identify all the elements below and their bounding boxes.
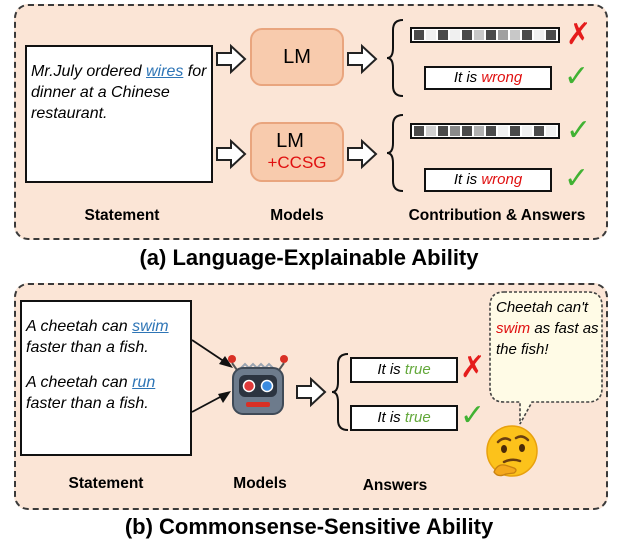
contribution-cell [450, 126, 460, 136]
statement-text: Mr.July ordered [31, 63, 146, 80]
arrow-icon [347, 138, 378, 170]
contribution-cell [498, 30, 508, 40]
highlight-word-swim: swim [132, 318, 169, 335]
contribution-cell [486, 30, 496, 40]
model-label: LM [283, 46, 311, 68]
contribution-cell [546, 30, 556, 40]
statement-text: faster than a fish. [26, 395, 149, 412]
answer-word: wrong [481, 69, 523, 86]
contribution-cell [462, 30, 472, 40]
statement-box-b: A cheetah can swim faster than a fish. A… [20, 300, 192, 456]
arrow-icon [296, 376, 327, 408]
answer-text: It is [453, 171, 482, 188]
caption-a: (a) Language-Explainable Ability [139, 245, 479, 270]
column-label-contribution: Contribution & Answers [408, 207, 586, 224]
caption-b: (b) Commonsense-Sensitive Ability [124, 514, 494, 539]
answer-word: true [404, 409, 431, 426]
contribution-bar [410, 123, 560, 139]
highlight-word-wires: wires [146, 63, 184, 80]
arrow-icon [216, 43, 247, 75]
contribution-cell [426, 30, 436, 40]
arrow-icon [347, 43, 378, 75]
column-label-models: Models [233, 475, 287, 492]
brace-icon [386, 114, 404, 192]
brace-icon [331, 353, 349, 431]
contribution-cell [522, 30, 532, 40]
answer-text: It is [377, 361, 405, 378]
answer-box: It is wrong [424, 168, 552, 192]
contribution-cell [534, 126, 544, 136]
bubble-highlight: swim [496, 320, 531, 337]
contribution-cell [426, 126, 436, 136]
contribution-cell [414, 30, 424, 40]
statement-text: A cheetah can [26, 318, 133, 335]
check-mark-icon: ✓ [564, 162, 590, 195]
answer-text: It is [453, 69, 482, 86]
contribution-cell [534, 30, 544, 40]
thinking-face-icon [486, 425, 538, 477]
column-label-models: Models [270, 207, 324, 224]
contribution-cell [474, 126, 484, 136]
contribution-cell [438, 30, 448, 40]
ccsg-label: +CCSG [267, 153, 327, 172]
cross-mark-icon: ✗ [566, 18, 592, 51]
column-label-answers: Answers [362, 477, 428, 494]
robot-icon [228, 355, 288, 415]
contribution-cell [486, 126, 496, 136]
model-label: LM [276, 130, 304, 152]
contribution-cell [474, 30, 484, 40]
answer-box: It is true [350, 405, 458, 431]
arrow-icon [216, 138, 247, 170]
contribution-cell [450, 30, 460, 40]
speech-bubble-icon [489, 291, 603, 425]
cross-mark-icon: ✗ [460, 351, 486, 384]
answer-text: It is [377, 409, 405, 426]
brace-icon [386, 19, 404, 97]
contribution-cell [462, 126, 472, 136]
answer-word: wrong [481, 171, 523, 188]
statement-text: for dinner at a Chinese restaurant. [31, 63, 207, 122]
lm-ccsg-model-box: LM +CCSG [250, 122, 344, 182]
contribution-cell [414, 126, 424, 136]
contribution-cell [510, 126, 520, 136]
contribution-cell [498, 126, 508, 136]
answer-box: It is true [350, 357, 458, 383]
highlight-word-run: run [132, 374, 156, 391]
contribution-cell [438, 126, 448, 136]
check-mark-icon: ✓ [564, 60, 590, 93]
statement-box-a: Mr.July ordered wires for dinner at a Ch… [25, 45, 213, 183]
bubble-text: as fast as the fish! [496, 320, 599, 358]
lm-model-box: LM [250, 28, 344, 86]
statement-text: A cheetah can [26, 374, 133, 391]
contribution-cell [522, 126, 532, 136]
statement-text: faster than a fish. [26, 339, 149, 356]
answer-word: true [404, 361, 431, 378]
contribution-cell [546, 126, 556, 136]
contribution-cell [510, 30, 520, 40]
column-label-statement: Statement [84, 207, 160, 224]
check-mark-icon: ✓ [566, 114, 592, 147]
answer-box: It is wrong [424, 66, 552, 90]
bubble-text: Cheetah can't [496, 299, 589, 316]
speech-bubble-text: Cheetah can't swim as fast as the fish! [496, 297, 600, 360]
column-label-statement: Statement [68, 475, 144, 492]
check-mark-icon: ✓ [460, 399, 486, 432]
contribution-bar [410, 27, 560, 43]
